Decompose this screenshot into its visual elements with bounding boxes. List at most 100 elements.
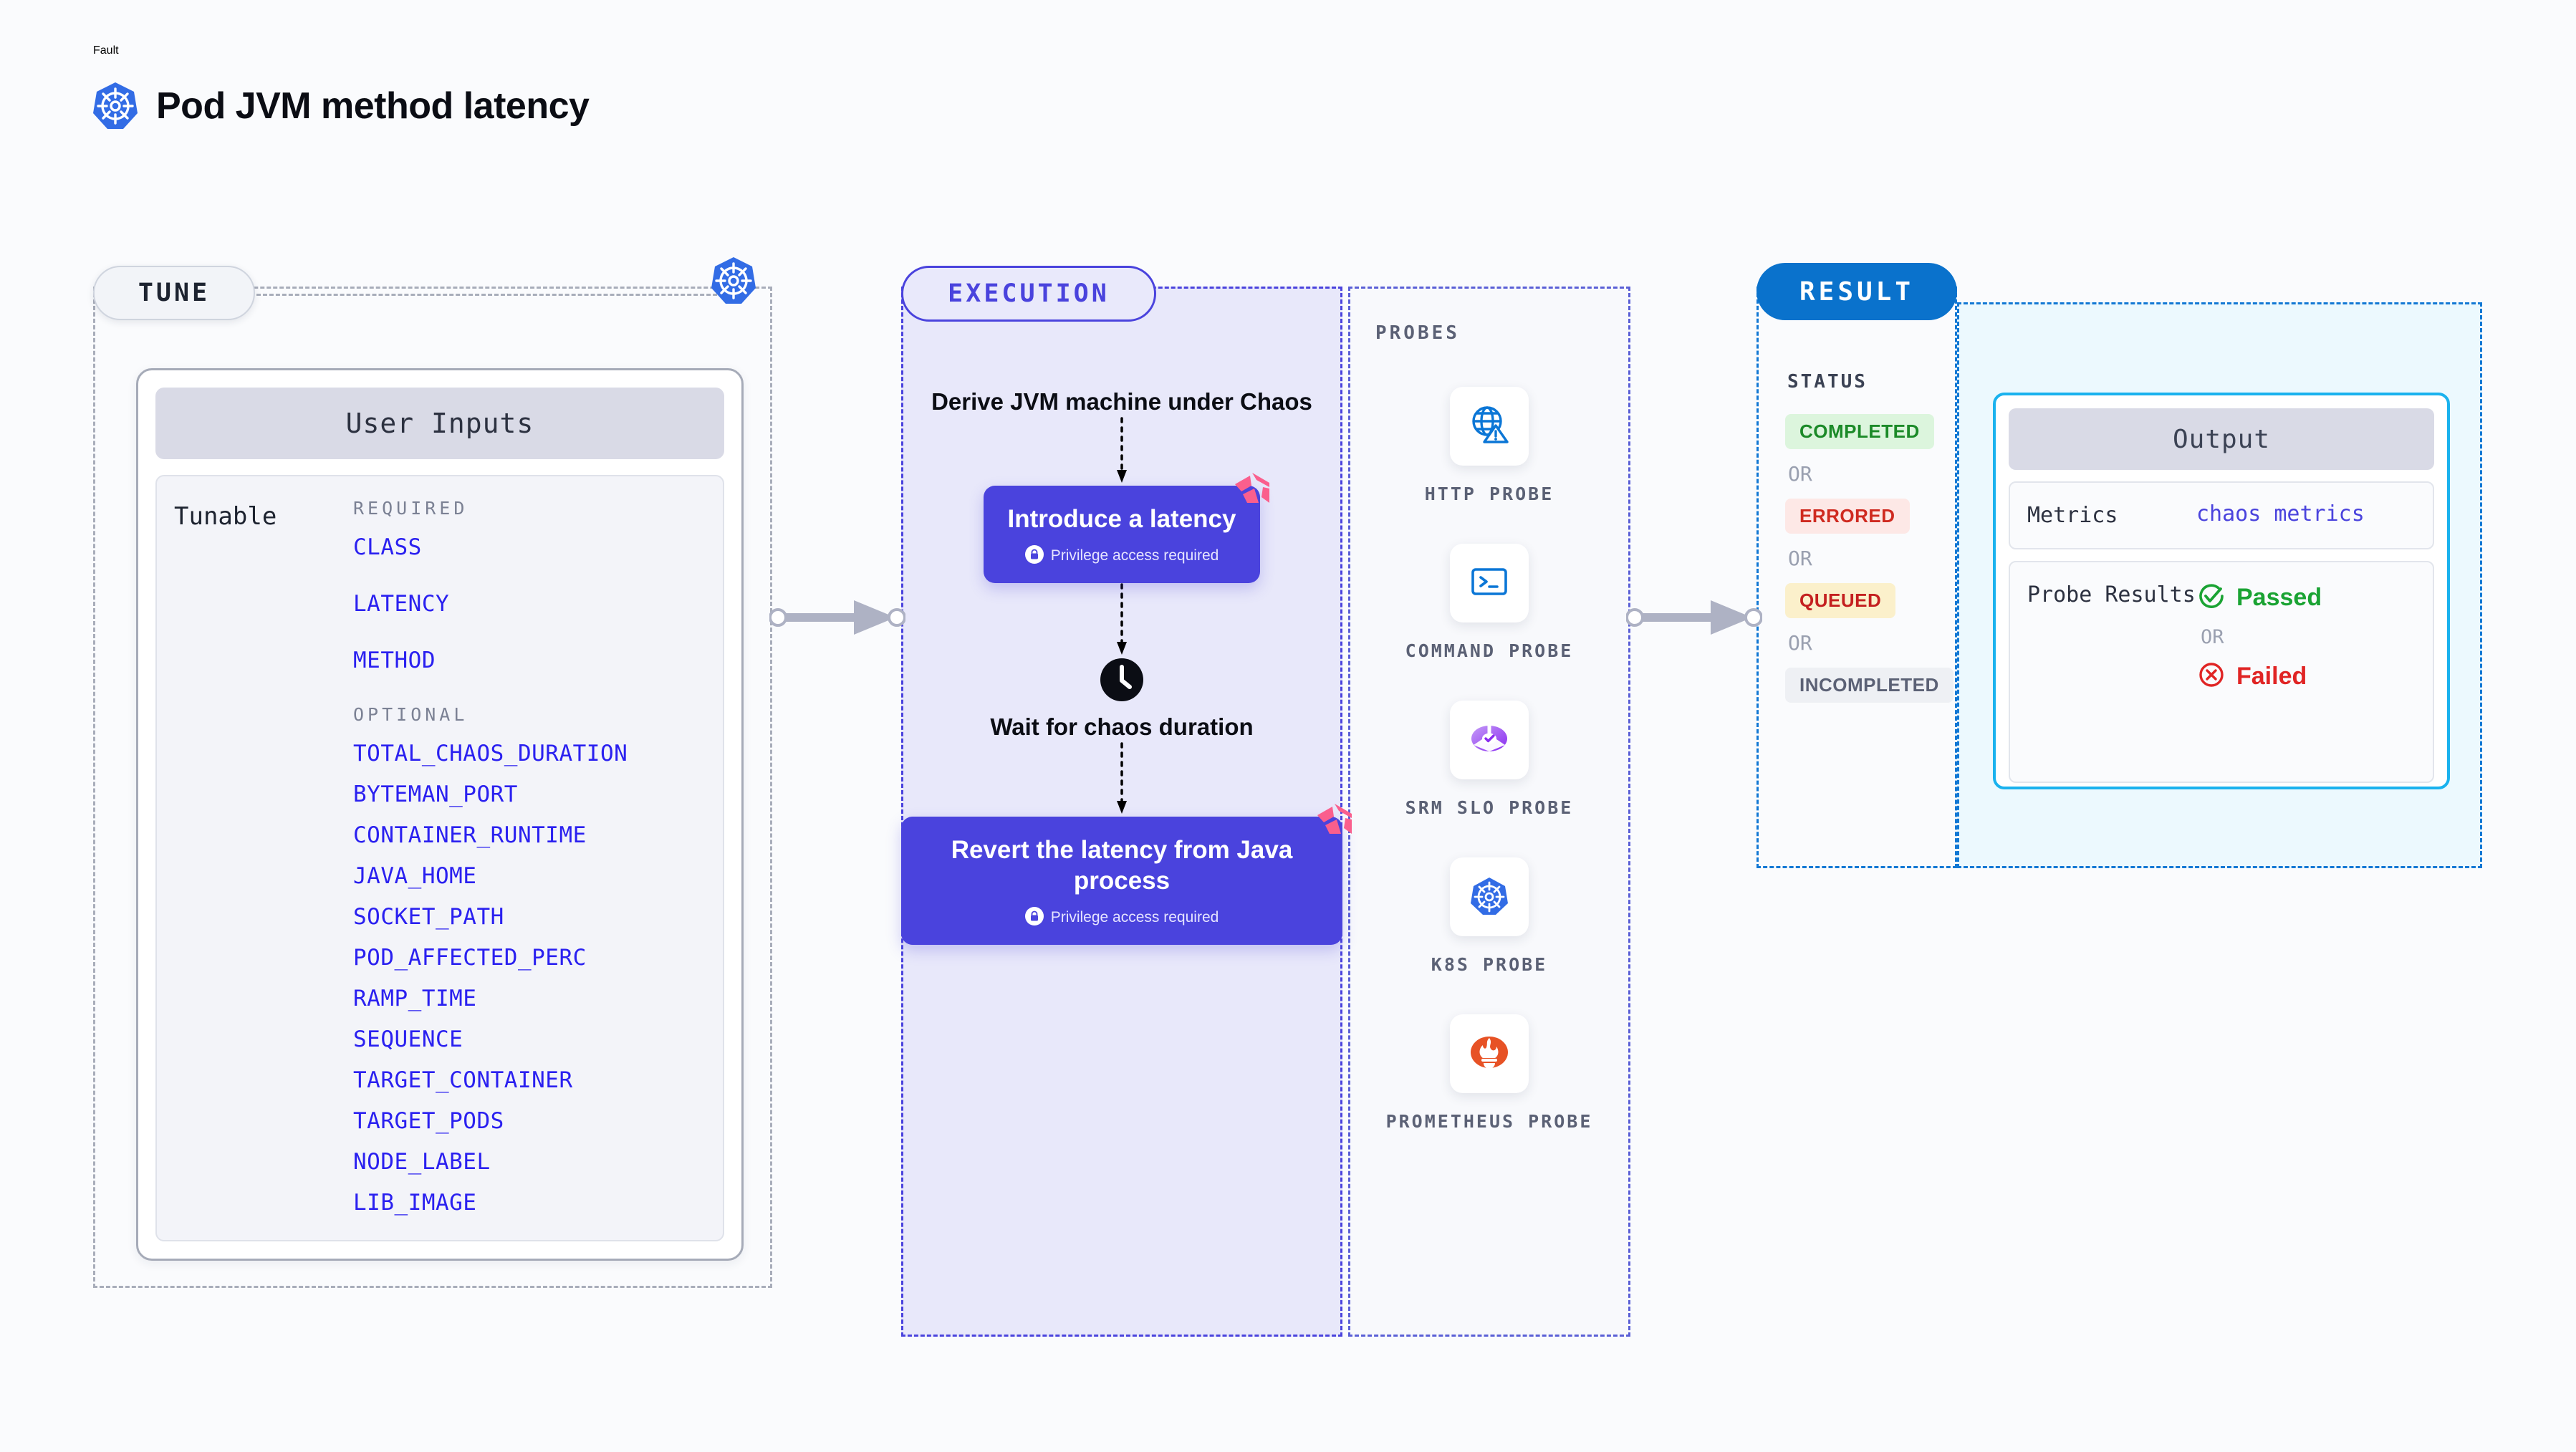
required-param-list: CLASS LATENCY METHOD	[353, 534, 706, 673]
privilege-row: Privilege access required	[1024, 544, 1219, 567]
metrics-row: Metrics chaos metrics	[2009, 481, 2434, 549]
probe-tile	[1449, 701, 1529, 779]
probes-title: PROBES	[1375, 322, 1460, 344]
probe-label: HTTP PROBE	[1424, 484, 1554, 504]
probe-tile	[1450, 857, 1529, 936]
privilege-text: Privilege access required	[1050, 547, 1219, 564]
status-list: COMPLETED OR ERRORED OR QUEUED OR INCOMP…	[1785, 414, 1953, 703]
lock-icon	[1024, 906, 1044, 929]
page-title: Pod JVM method latency	[156, 85, 590, 127]
tune-leader-line	[256, 294, 736, 296]
kubernetes-icon	[711, 256, 756, 309]
param-item[interactable]: CONTAINER_RUNTIME	[353, 822, 587, 848]
optional-group-title: OPTIONAL	[353, 704, 468, 725]
status-or-label: OR	[1788, 631, 1812, 655]
terminal-icon	[1467, 559, 1512, 607]
user-inputs-card: User Inputs Tunable REQUIRED CLASS LATEN…	[136, 368, 744, 1261]
param-item[interactable]: CLASS	[353, 534, 422, 560]
litmus-icon	[1315, 802, 1354, 843]
probe-item-command[interactable]: COMMAND PROBE	[1405, 544, 1574, 663]
execution-flow: Derive JVM machine under Chaos Introduce…	[901, 387, 1352, 945]
flow-arrow-icon	[1117, 583, 1127, 655]
title-row: Pod JVM method latency	[93, 82, 590, 130]
param-item[interactable]: POD_AFFECTED_PERC	[353, 945, 587, 971]
output-card: Output Metrics chaos metrics Probe Resul…	[1993, 393, 2450, 789]
tunable-label: Tunable	[174, 502, 277, 531]
probe-results-label: Probe Results	[2027, 582, 2196, 607]
tunable-body: Tunable REQUIRED CLASS LATENCY METHOD OP…	[155, 475, 724, 1241]
flow-arrow-icon	[1117, 417, 1127, 484]
param-item[interactable]: TARGET_CONTAINER	[353, 1067, 573, 1093]
execution-pill: EXECUTION	[901, 266, 1156, 322]
result-passed: Passed	[2196, 581, 2322, 615]
probe-item-prometheus[interactable]: PROMETHEUS PROBE	[1386, 1014, 1593, 1134]
privilege-text: Privilege access required	[1050, 909, 1219, 926]
param-item[interactable]: JAVA_HOME	[353, 863, 477, 889]
param-item[interactable]: BYTEMAN_PORT	[353, 782, 518, 807]
x-circle-icon	[2196, 660, 2226, 693]
kubernetes-icon	[1467, 873, 1512, 921]
param-item[interactable]: LATENCY	[353, 591, 450, 617]
result-or-label: OR	[2201, 626, 2224, 648]
param-item[interactable]: RAMP_TIME	[353, 986, 477, 1011]
execution-step-title: Introduce a latency	[1007, 505, 1236, 534]
metrics-label: Metrics	[2027, 503, 2118, 528]
srm-slo-icon	[1467, 716, 1512, 764]
flow-step-label: Derive JVM machine under Chaos	[931, 388, 1312, 415]
probe-label: PROMETHEUS PROBE	[1385, 1111, 1593, 1132]
tune-pill: TUNE	[93, 266, 255, 320]
lock-icon	[1024, 544, 1044, 567]
param-item[interactable]: SEQUENCE	[353, 1027, 463, 1052]
probe-tile	[1449, 387, 1529, 466]
probe-results-row: Probe Results Passed OR	[2009, 561, 2434, 783]
result-region	[1756, 287, 1957, 868]
probe-item-srm-slo[interactable]: SRM SLO PROBE	[1405, 701, 1574, 820]
status-title: STATUS	[1787, 371, 1868, 393]
status-badge: COMPLETED	[1785, 414, 1934, 449]
clock-icon	[1100, 658, 1143, 701]
probe-label: K8S PROBE	[1431, 954, 1548, 975]
metrics-value[interactable]: chaos metrics	[2196, 501, 2365, 527]
param-item[interactable]: TOTAL_CHAOS_DURATION	[353, 741, 628, 766]
status-or-label: OR	[1788, 547, 1812, 570]
status-badge: INCOMPLETED	[1785, 668, 1953, 703]
connector-probes-to-result	[1625, 596, 1763, 643]
probe-item-k8s[interactable]: K8S PROBE	[1431, 857, 1547, 977]
probe-item-http[interactable]: HTTP PROBE	[1425, 387, 1554, 506]
globe-warning-icon	[1467, 403, 1512, 451]
probe-tile	[1449, 1014, 1529, 1093]
result-failed: Failed	[2196, 660, 2322, 693]
privilege-row: Privilege access required	[1024, 906, 1219, 929]
user-inputs-header: User Inputs	[155, 388, 724, 459]
output-header: Output	[2009, 408, 2434, 470]
required-group-title: REQUIRED	[353, 498, 468, 519]
litmus-icon	[1233, 471, 1272, 512]
probe-tile	[1449, 544, 1529, 622]
flow-step-label: Wait for chaos duration	[990, 713, 1254, 740]
probe-label: COMMAND PROBE	[1405, 640, 1574, 661]
passed-label: Passed	[2236, 584, 2322, 611]
status-badge: QUEUED	[1785, 583, 1896, 618]
status-badge: ERRORED	[1785, 499, 1910, 534]
probes-list: HTTP PROBE COMMAND PROBE	[1348, 387, 1630, 1134]
check-circle-icon	[2196, 581, 2226, 615]
flow-arrow-icon	[1117, 742, 1127, 814]
param-item[interactable]: METHOD	[353, 648, 436, 673]
execution-step-box[interactable]: Introduce a latency Privilege access req…	[983, 473, 1270, 583]
tunable-params: REQUIRED CLASS LATENCY METHOD OPTIONAL T…	[353, 498, 706, 1218]
status-or-label: OR	[1788, 462, 1812, 486]
probe-label: SRM SLO PROBE	[1405, 797, 1574, 818]
param-item[interactable]: SOCKET_PATH	[353, 904, 504, 930]
kubernetes-icon	[93, 82, 138, 130]
param-item[interactable]: NODE_LABEL	[353, 1149, 491, 1175]
execution-step-title: Revert the latency from Java process	[951, 836, 1293, 895]
fault-kicker: Fault	[93, 44, 119, 57]
param-item[interactable]: TARGET_PODS	[353, 1108, 504, 1134]
execution-step-box[interactable]: Revert the latency from Java process Pri…	[901, 804, 1352, 945]
connector-tune-to-execution	[769, 596, 906, 643]
param-item[interactable]: LIB_IMAGE	[353, 1190, 477, 1216]
probe-results-values: Passed OR Failed	[2196, 581, 2322, 693]
page-header: Fault Pod JVM method latency	[93, 44, 590, 130]
failed-label: Failed	[2236, 663, 2307, 690]
optional-param-list: TOTAL_CHAOS_DURATION BYTEMAN_PORT CONTAI…	[353, 741, 706, 1216]
